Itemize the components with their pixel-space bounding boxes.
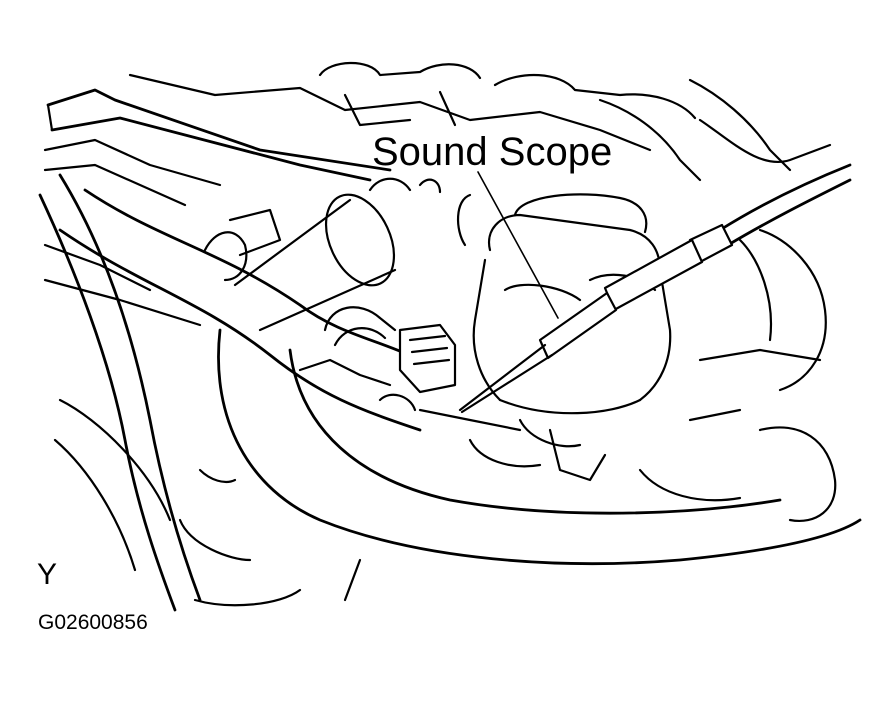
frame-rails [38, 88, 392, 612]
figure-code: G02600856 [38, 611, 148, 634]
sound-scope-probe [458, 163, 852, 414]
sensor-connector [298, 306, 542, 468]
engine-block-outlines [128, 61, 837, 523]
sound-scope-callout: Sound Scope [372, 130, 613, 174]
lower-body-contour [53, 328, 862, 607]
radiator-hose [58, 177, 442, 432]
callout-leader-line [477, 171, 559, 319]
view-marker: Y [37, 558, 58, 591]
reservoir-tank [457, 193, 672, 482]
